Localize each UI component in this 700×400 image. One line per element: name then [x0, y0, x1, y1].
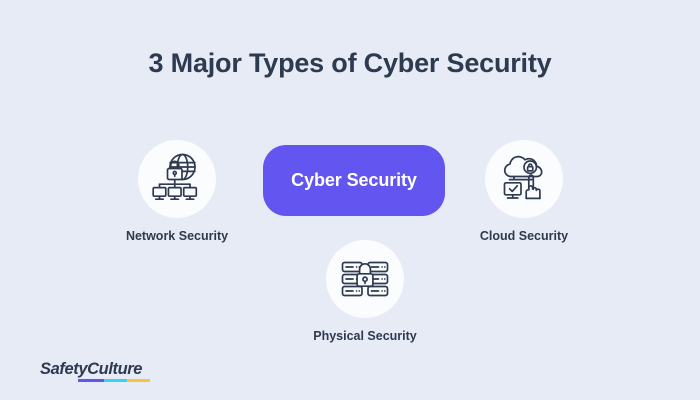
- center-node-cyber-security[interactable]: Cyber Security: [263, 145, 445, 216]
- logo-text-primary: Safety: [40, 360, 88, 378]
- logo-underline: [78, 379, 150, 382]
- node-network-security[interactable]: Network Security: [97, 140, 257, 243]
- node-network-security-circle: [138, 140, 216, 218]
- node-cloud-security-circle: [485, 140, 563, 218]
- node-physical-security-label: Physical Security: [313, 329, 417, 343]
- logo-text-secondary: Culture: [87, 360, 143, 378]
- node-physical-security[interactable]: Physical Security: [285, 240, 445, 343]
- logo-underline-segment-purple: [78, 379, 104, 382]
- node-physical-security-circle: [326, 240, 404, 318]
- node-network-security-label: Network Security: [125, 229, 229, 243]
- node-cloud-security-label: Cloud Security: [479, 229, 569, 243]
- center-node-label: Cyber Security: [291, 170, 417, 190]
- logo-wordmark: SafetyCulture: [40, 360, 143, 378]
- safetyculture-logo[interactable]: SafetyCulture: [40, 360, 150, 385]
- globe-lock-network-icon: [152, 153, 198, 201]
- logo-underline-segment-yellow: [127, 379, 150, 382]
- server-rack-lock-icon: [341, 261, 389, 297]
- page-title: 3 Major Types of Cyber Security: [148, 48, 552, 78]
- node-cloud-security[interactable]: Cloud Security: [444, 140, 604, 243]
- logo-underline-segment-cyan: [104, 379, 127, 382]
- cloud-lock-hand-icon: [503, 155, 543, 200]
